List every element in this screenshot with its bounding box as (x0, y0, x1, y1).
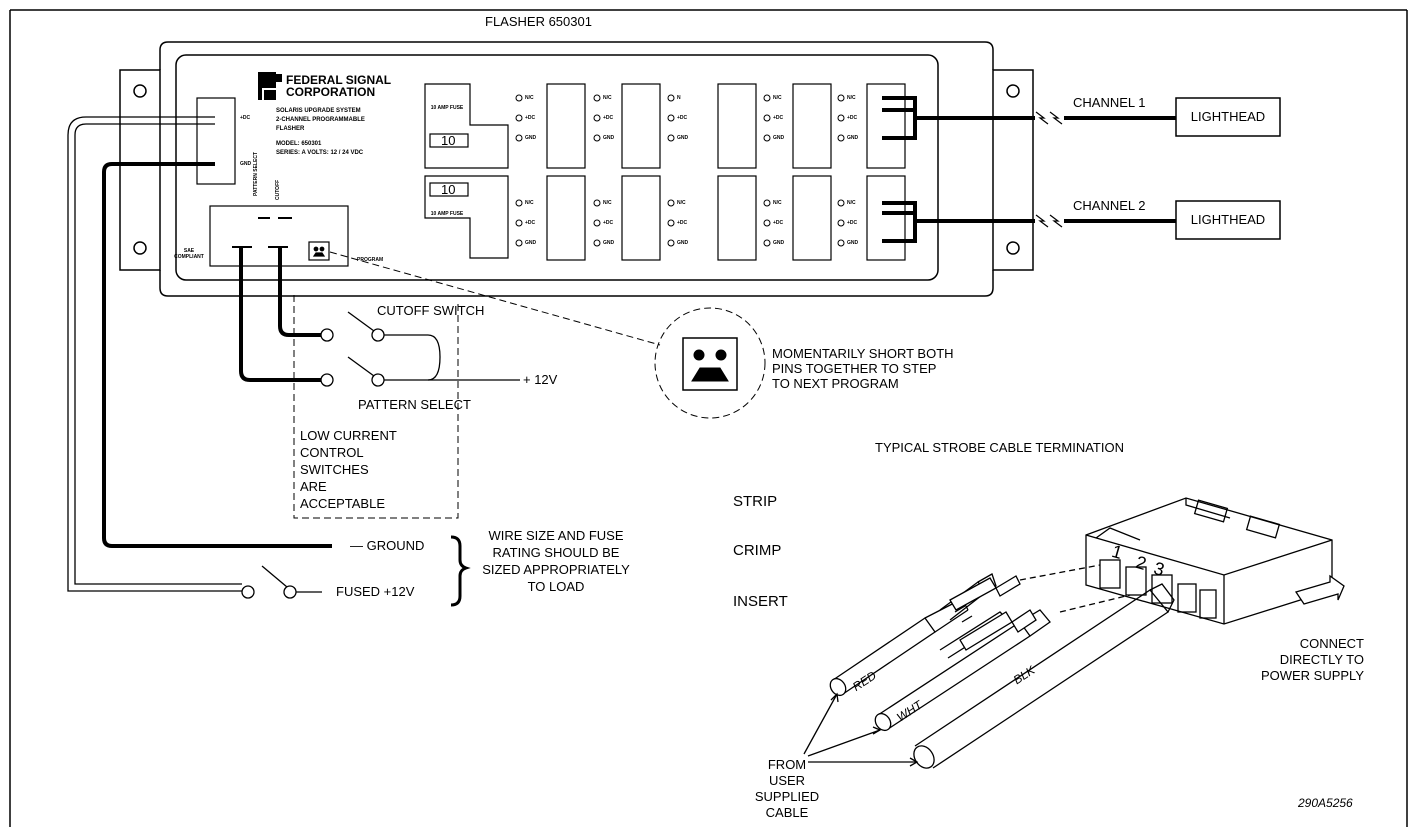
pin-label: GND (525, 135, 537, 141)
pin-label: GND (677, 240, 689, 246)
fuse-2-value: 10 (441, 182, 456, 197)
pin-label: N/C (603, 95, 612, 101)
program-note: MOMENTARILY SHORT BOTH PINS TOGETHER TO … (772, 346, 954, 391)
from-cable-note: FROM USER SUPPLIED CABLE (754, 757, 820, 820)
pin-label: +DC (603, 115, 614, 121)
pin-label: +DC (847, 115, 858, 121)
cable-break-symbols (1035, 111, 1063, 228)
flasher-housing (119, 41, 1034, 297)
pin-label: GND (847, 240, 859, 246)
strobe-connector (1085, 497, 1345, 625)
strip-label: STRIP (733, 493, 778, 510)
connect-note: CONNECT DIRECTLY TO POWER SUPPLY (1260, 636, 1364, 683)
product-line-1: SOLARIS UPGRADE SYSTEM (276, 108, 361, 114)
product-line-2: 2-CHANNEL PROGRAMMABLE (276, 117, 365, 123)
pin-label: N/C (677, 200, 686, 206)
switch-symbols (320, 311, 520, 387)
pin-label: +DC (773, 220, 784, 226)
power-gnd-label: GND (240, 161, 252, 167)
lighthead-2-label: LIGHTHEAD (1190, 212, 1266, 227)
pin-label: N/C (525, 95, 534, 101)
pin-label: GND (603, 240, 615, 246)
channel-wiring (882, 96, 1035, 243)
power-note: WIRE SIZE AND FUSE RATING SHOULD BE SIZE… (482, 528, 630, 594)
lighthead-boxes (1175, 97, 1281, 240)
fuse-1-label: 10 AMP FUSE (430, 105, 464, 111)
pin-circles (515, 94, 845, 247)
ground-wire (102, 162, 332, 548)
pin-label: +DC (677, 115, 688, 121)
pin-label: +DC (525, 115, 536, 121)
crimp-terminal (949, 575, 1037, 651)
channel-1-label: CHANNEL 1 (1073, 95, 1146, 110)
pin-label: N/C (525, 200, 534, 206)
pin-label: N/C (847, 95, 856, 101)
lighthead-wiring (1064, 116, 1176, 223)
drawing-number: 290A5256 (1298, 796, 1353, 810)
product-series: SERIES: A VOLTS: 12 / 24 VDC (276, 150, 364, 156)
insert-label: INSERT (733, 593, 788, 610)
pin-label: +DC (773, 115, 784, 121)
pin-label: N (677, 95, 681, 101)
relay-slots (424, 83, 906, 261)
brand-line-2: CORPORATION (286, 85, 376, 99)
fused-power-wire (67, 116, 322, 599)
cutoff-switch-label: CUTOFF SWITCH (377, 303, 485, 318)
brand-line-1: FEDERAL SIGNAL (286, 73, 392, 87)
crimp-label: CRIMP (733, 542, 782, 559)
diagram-title: FLASHER 650301 (485, 14, 592, 29)
lighthead-1-label: LIGHTHEAD (1190, 109, 1266, 124)
product-model: MODEL: 650301 (276, 141, 322, 147)
from-arrows (803, 692, 919, 767)
power-terminal (196, 97, 236, 185)
fuse-1-value: 10 (441, 133, 456, 148)
program-label: PROGRAM (357, 257, 384, 263)
pin-label: GND (525, 240, 537, 246)
power-pos-label: +DC (240, 115, 251, 121)
pin-label: GND (773, 135, 785, 141)
pattern-select-switch-label: PATTERN SELECT (358, 397, 471, 412)
switch-note: LOW CURRENT CONTROL SWITCHES ARE ACCEPTA… (300, 428, 397, 511)
pin-label: +DC (603, 220, 614, 226)
fused-12v-label: FUSED +12V (336, 584, 415, 599)
termination-title: TYPICAL STROBE CABLE TERMINATION (875, 440, 1124, 455)
cutoff-label: CUTOFF (275, 179, 281, 200)
pin-label: +DC (525, 220, 536, 226)
ground-label: — GROUND (350, 538, 425, 553)
product-line-3: FLASHER (276, 126, 305, 132)
pin-label: GND (677, 135, 689, 141)
pin-label: N/C (773, 200, 782, 206)
pin-label: GND (603, 135, 615, 141)
channel-2-label: CHANNEL 2 (1073, 198, 1146, 213)
pin-label: +DC (847, 220, 858, 226)
power-note-brace (450, 535, 471, 607)
pin-label: N/C (603, 200, 612, 206)
pattern-select-label: PATTERN SELECT (253, 152, 259, 196)
brand-logo (258, 72, 282, 100)
program-callout (329, 251, 766, 419)
switch-wiring (239, 247, 322, 382)
pin-label: N/C (847, 200, 856, 206)
pin-label: N/C (773, 95, 782, 101)
pin-label: GND (847, 135, 859, 141)
supply-12v-label: + 12V (523, 372, 558, 387)
pin-label: +DC (677, 220, 688, 226)
sae-label: SAE COMPLIANT (174, 248, 204, 260)
page-frame (9, 9, 1408, 827)
switch-note-box (293, 295, 459, 519)
pin-label: GND (773, 240, 785, 246)
fuse-2-label: 10 AMP FUSE (430, 211, 464, 217)
